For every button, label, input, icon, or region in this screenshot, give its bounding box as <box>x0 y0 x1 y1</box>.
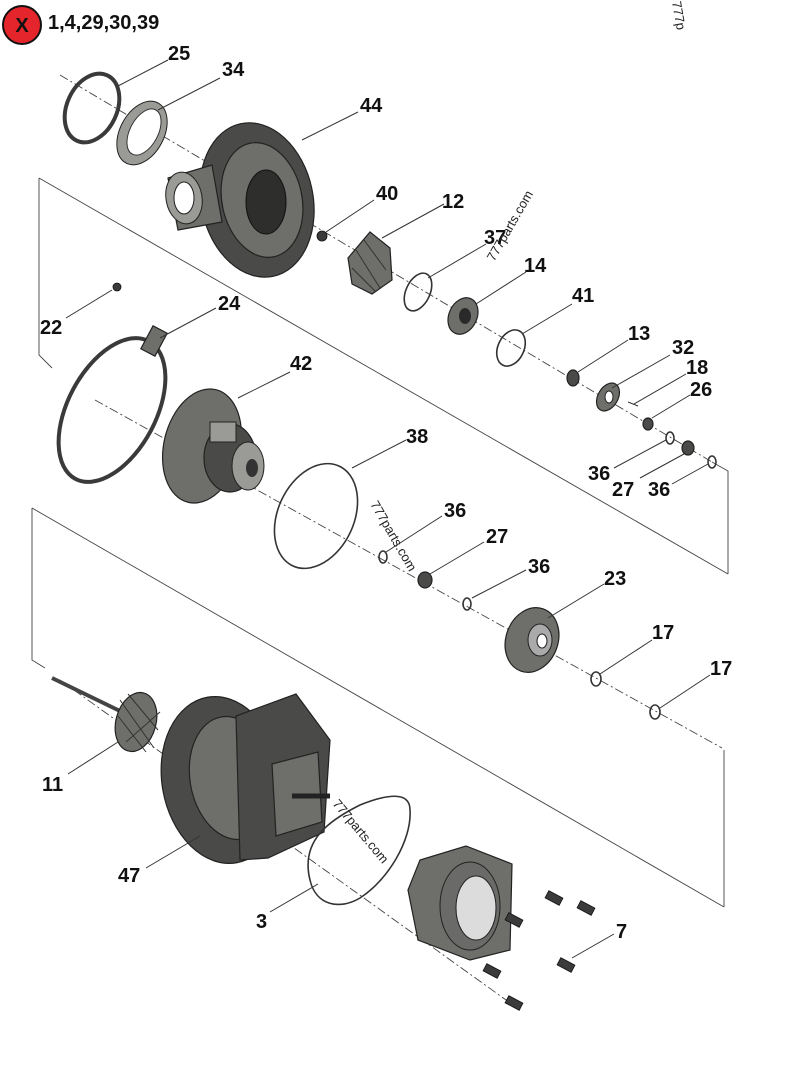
callout-34: 34 <box>222 59 245 81</box>
part-37-retaining-ring[interactable] <box>399 269 438 315</box>
callout-18: 18 <box>686 357 708 379</box>
part-41-o-ring[interactable] <box>491 325 531 370</box>
callout-22: 22 <box>40 317 62 339</box>
part-12-compressor-wheel[interactable] <box>347 231 393 295</box>
callout-12: 12 <box>442 191 464 213</box>
callout-27-a: 27 <box>612 479 634 501</box>
assembly-frame-upper-diagonal <box>38 177 729 575</box>
excluded-parts-list: 1,4,29,30,39 <box>48 12 159 34</box>
callout-26: 26 <box>690 379 712 401</box>
callout-25: 25 <box>168 43 190 65</box>
x-icon <box>2 5 42 45</box>
callout-7: 7 <box>616 921 627 943</box>
part-14-seal-insert[interactable] <box>442 293 483 339</box>
callout-38: 38 <box>406 426 428 448</box>
part-23-heat-shield[interactable] <box>496 600 567 680</box>
callout-14: 14 <box>524 255 547 277</box>
part-7-bolt-1[interactable] <box>544 890 564 906</box>
callout-36-b: 36 <box>648 479 670 501</box>
part-11-turbine-shaft-wheel[interactable] <box>51 676 163 756</box>
part-32-thrust-bearing[interactable] <box>592 379 624 415</box>
part-36-ring-d[interactable] <box>462 597 472 611</box>
part-42-bearing-housing[interactable] <box>151 381 265 512</box>
callout-24: 24 <box>218 293 241 315</box>
leader-lines <box>65 59 711 959</box>
part-36-ring-c[interactable] <box>378 550 388 564</box>
callout-36-c: 36 <box>444 500 466 522</box>
callout-42: 42 <box>290 353 312 375</box>
callout-47: 47 <box>118 865 140 887</box>
callout-11: 11 <box>42 774 63 796</box>
watermark-corner: 777p <box>669 0 689 31</box>
part-24-v-band-clamp[interactable] <box>37 320 188 499</box>
part-7-outlet-flange[interactable] <box>407 845 513 961</box>
callout-17-b: 17 <box>710 658 732 680</box>
part-3-gasket[interactable] <box>307 795 411 906</box>
callout-3: 3 <box>256 911 267 933</box>
center-axis-3 <box>59 679 521 1011</box>
assembly-frame-upper <box>38 178 53 369</box>
assembly-frame-upper-right <box>711 461 729 574</box>
part-22-fitting[interactable] <box>112 282 122 292</box>
part-7-bolt-2[interactable] <box>576 900 596 916</box>
callout-13: 13 <box>628 323 650 345</box>
part-7-bolt-3[interactable] <box>504 912 524 928</box>
part-13-thrust-collar[interactable] <box>566 369 580 387</box>
part-38-o-ring[interactable] <box>258 450 373 582</box>
callout-41: 41 <box>572 285 594 307</box>
part-25-snap-ring[interactable] <box>54 65 130 151</box>
part-44-compressor-housing[interactable] <box>162 112 328 288</box>
part-36-ring-a[interactable] <box>665 431 675 445</box>
watermark-1: 777parts.com <box>484 188 536 264</box>
callout-17-a: 17 <box>652 622 674 644</box>
part-27-bearing-a[interactable] <box>681 440 695 456</box>
assembly-frame-lower-diagonal <box>31 507 725 908</box>
callout-36-d: 36 <box>528 556 550 578</box>
callout-44: 44 <box>360 95 383 117</box>
part-17-piston-ring-a[interactable] <box>590 671 602 687</box>
part-34-seal-ring[interactable] <box>107 93 178 174</box>
callout-27-b: 27 <box>486 526 508 548</box>
assembly-frame-lower <box>31 508 46 669</box>
callout-36-a: 36 <box>588 463 610 485</box>
watermark-3: 777parts.com <box>330 796 392 866</box>
part-40-nut[interactable] <box>316 230 328 242</box>
part-7-bolt-6[interactable] <box>504 995 524 1011</box>
callout-37: 37 <box>484 227 506 249</box>
callout-40: 40 <box>376 183 398 205</box>
callout-23: 23 <box>604 568 626 590</box>
part-47-turbine-housing[interactable] <box>148 687 331 873</box>
excluded-parts-badge[interactable]: X <box>2 5 42 45</box>
x-icon-letter: X <box>15 15 29 37</box>
part-17-piston-ring-b[interactable] <box>649 704 661 720</box>
part-18-pin[interactable] <box>627 401 639 407</box>
part-27-bearing-b[interactable] <box>417 571 433 589</box>
part-7-bolt-4[interactable] <box>556 957 576 973</box>
part-26-sleeve[interactable] <box>642 417 654 431</box>
part-36-ring-b[interactable] <box>707 455 717 469</box>
callout-32: 32 <box>672 337 694 359</box>
part-7-bolt-5[interactable] <box>482 963 502 979</box>
